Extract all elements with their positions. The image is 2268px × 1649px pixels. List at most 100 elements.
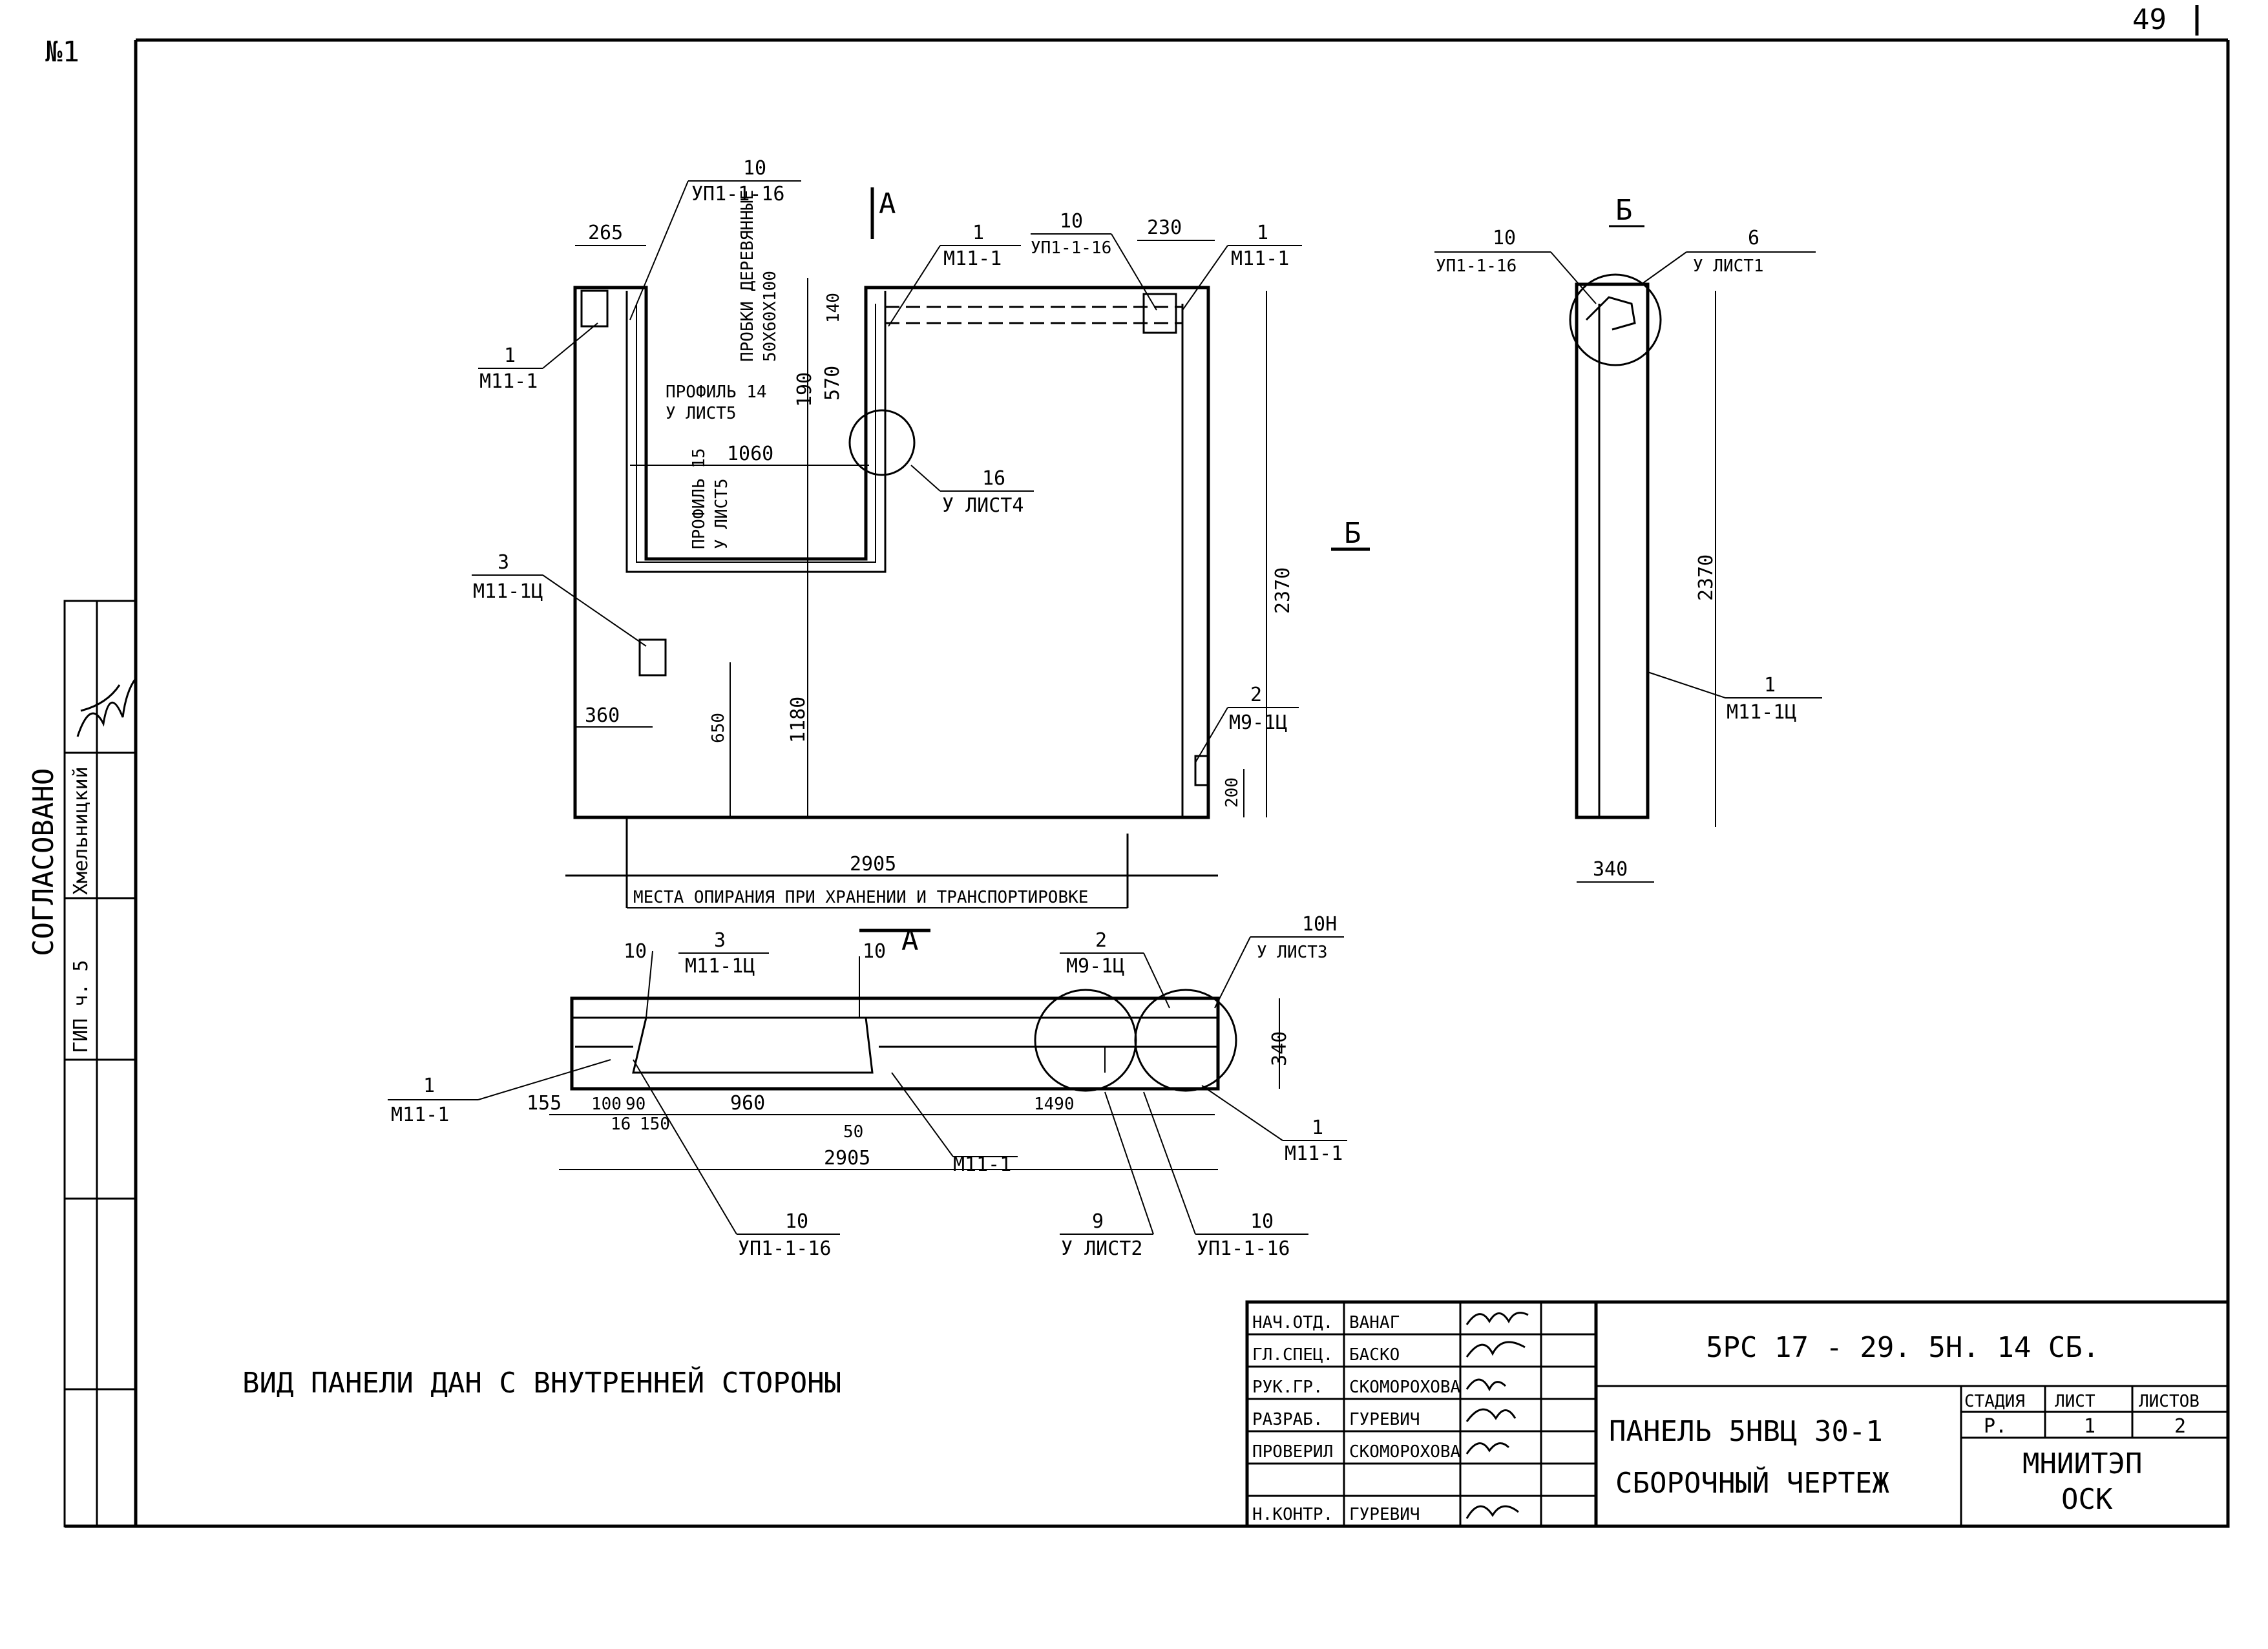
svg-text:М11-1: М11-1 — [1285, 1142, 1343, 1165]
svg-text:1: 1 — [423, 1075, 435, 1097]
callout: 9 У ЛИСТ2 — [1060, 1091, 1154, 1260]
svg-text:1: 1 — [1257, 222, 1268, 244]
approval-signature — [76, 678, 137, 737]
svg-text:М9-1Ц: М9-1Ц — [1229, 711, 1287, 734]
dim-230: 230 — [1147, 216, 1182, 239]
signature — [1465, 1505, 1519, 1519]
tb-name: ГУРЕВИЧ — [1349, 1505, 1420, 1524]
callout: 3 М11-1Ц — [472, 551, 647, 647]
tb-role: ГЛ.СПЕЦ. — [1252, 1345, 1333, 1365]
svg-text:М11-1: М11-1 — [391, 1104, 449, 1126]
signature — [1465, 1341, 1526, 1358]
approval-dept: ГИП ч. 5 — [70, 960, 92, 1054]
drawing-code: 5РС 17 - 29. 5Н. 14 СБ. — [1706, 1331, 2099, 1364]
tb-role: ПРОВЕРИЛ — [1252, 1442, 1333, 1462]
svg-text:3: 3 — [714, 929, 726, 952]
tb-name: СКОМОРОХОВА — [1349, 1442, 1461, 1462]
svg-text:10: 10 — [1493, 227, 1516, 249]
svg-text:М11-1: М11-1 — [1231, 247, 1289, 270]
top-dim-960: 960 — [730, 1092, 765, 1115]
svg-text:10Н: 10Н — [1302, 913, 1337, 936]
side-dim-height: 2370 — [1695, 554, 1717, 601]
callout: 1 М11-1 — [388, 1059, 611, 1126]
callout: 10 УП1-1-16 — [629, 157, 801, 320]
dim-570: 570 — [821, 366, 844, 401]
tb-name: ВАНАГ — [1349, 1313, 1400, 1332]
svg-text:М11-1Ц: М11-1Ц — [473, 580, 543, 603]
top-outline — [570, 996, 1220, 1091]
dim-190: 190 — [793, 372, 816, 407]
plug-note-2: 50Х60Х100 — [761, 271, 780, 362]
profile-note-1: ПРОФИЛЬ 14 — [666, 383, 767, 402]
svg-text:1: 1 — [1764, 674, 1776, 697]
top-dim-2905: 2905 — [824, 1147, 870, 1170]
view-note: ВИД ПАНЕЛИ ДАН С ВНУТРЕННЕЙ СТОРОНЫ — [242, 1365, 841, 1400]
dim-140: 140 — [824, 293, 843, 323]
callout: 2 М9-1Ц — [1195, 684, 1299, 763]
detail-16-circle — [848, 409, 916, 476]
tb-role: РАЗРАБ. — [1252, 1410, 1323, 1429]
dim-1180: 1180 — [787, 697, 810, 743]
svg-text:16: 16 — [982, 467, 1005, 490]
svg-text:М11-1Ц: М11-1Ц — [1727, 701, 1796, 724]
svg-text:У ЛИСТ1: У ЛИСТ1 — [1693, 257, 1764, 276]
tb-role: НАЧ.ОТД. — [1252, 1313, 1333, 1332]
callout: 1 М11-1 — [888, 222, 1021, 327]
top-dim-340: 340 — [1268, 1031, 1291, 1066]
dim-360: 360 — [585, 704, 620, 727]
top-dim-1490: 1490 — [1034, 1095, 1075, 1114]
top-dim-50: 50 — [843, 1122, 863, 1142]
callout: 10 — [624, 940, 653, 1018]
callout: 10 УП1-1-16 — [1031, 210, 1157, 311]
svg-text:10: 10 — [624, 940, 647, 963]
svg-text:10: 10 — [1060, 210, 1083, 233]
callout: 1 М11-1 — [478, 322, 598, 393]
svg-text:У ЛИСТ3: У ЛИСТ3 — [1257, 943, 1328, 962]
sheet-header: ЛИСТ — [2055, 1392, 2095, 1411]
top-dim-150: 150 — [640, 1115, 670, 1134]
profile-note-1b: У ЛИСТ5 — [666, 404, 737, 423]
callout: 10Н У ЛИСТ3 — [1214, 913, 1344, 1009]
profile-note-2b: У ЛИСТ5 — [712, 478, 731, 549]
svg-text:10: 10 — [1250, 1210, 1274, 1233]
svg-text:10: 10 — [743, 157, 766, 180]
signature — [1465, 1408, 1517, 1422]
svg-text:УП1-1-16: УП1-1-16 — [1031, 238, 1111, 258]
svg-text:М9-1Ц: М9-1Ц — [1066, 955, 1124, 978]
svg-text:1: 1 — [504, 344, 516, 367]
plug-note-1: ПРОБКИ ДЕРЕВЯННЫЕ — [738, 190, 757, 362]
signature — [1465, 1378, 1507, 1392]
svg-text:УП1-1-16: УП1-1-16 — [1436, 257, 1517, 276]
callout: 16 У ЛИСТ4 — [910, 465, 1034, 517]
svg-text:9: 9 — [1092, 1210, 1104, 1233]
dim-650: 650 — [709, 713, 728, 743]
svg-text:М11-1Ц: М11-1Ц — [685, 955, 755, 978]
drawing-name-2: СБОРОЧНЫЙ ЧЕРТЕЖ — [1615, 1465, 1889, 1500]
opening-frame — [625, 291, 887, 573]
callout: 1 М11-1Ц — [1647, 671, 1822, 724]
svg-text:М11-1: М11-1 — [479, 370, 538, 393]
org-name-1: МНИИТЭП — [2022, 1447, 2142, 1480]
svg-text:УП1-1-16: УП1-1-16 — [691, 183, 785, 205]
tb-role: Н.КОНТР. — [1252, 1505, 1333, 1524]
svg-text:10: 10 — [785, 1210, 808, 1233]
callout: 10 УП1-1-16 — [1143, 1091, 1308, 1260]
svg-text:У ЛИСТ2: У ЛИСТ2 — [1061, 1237, 1142, 1260]
callout: 6 У ЛИСТ1 — [1641, 227, 1816, 285]
page-number: 49 — [2132, 3, 2167, 36]
callout: 1 М11-1 — [1182, 222, 1302, 311]
org-name-2: ОСК — [2061, 1483, 2113, 1516]
approval-strip: СОГЛАСОВАНО ГИП ч. 5 Хмельницкий — [27, 600, 137, 1528]
signature — [1465, 1312, 1529, 1325]
svg-text:УП1-1-16: УП1-1-16 — [1197, 1237, 1290, 1260]
sheet-frame: 49 №1 — [45, 3, 2230, 1528]
svg-text:6: 6 — [1748, 227, 1759, 249]
svg-text:У ЛИСТ4: У ЛИСТ4 — [942, 494, 1024, 517]
profile-note-2: ПРОФИЛЬ 15 — [689, 448, 709, 549]
stage-value: Р. — [1984, 1415, 2007, 1438]
top-dim-16: 16 — [611, 1115, 631, 1134]
stage-header: СТАДИЯ — [1964, 1392, 2025, 1411]
corner-mark: №1 — [45, 36, 79, 68]
side-view-b: Б 2370 340 10 УП1-1-16 6 У ЛИСТ1 1 М11-1… — [1434, 194, 1822, 883]
